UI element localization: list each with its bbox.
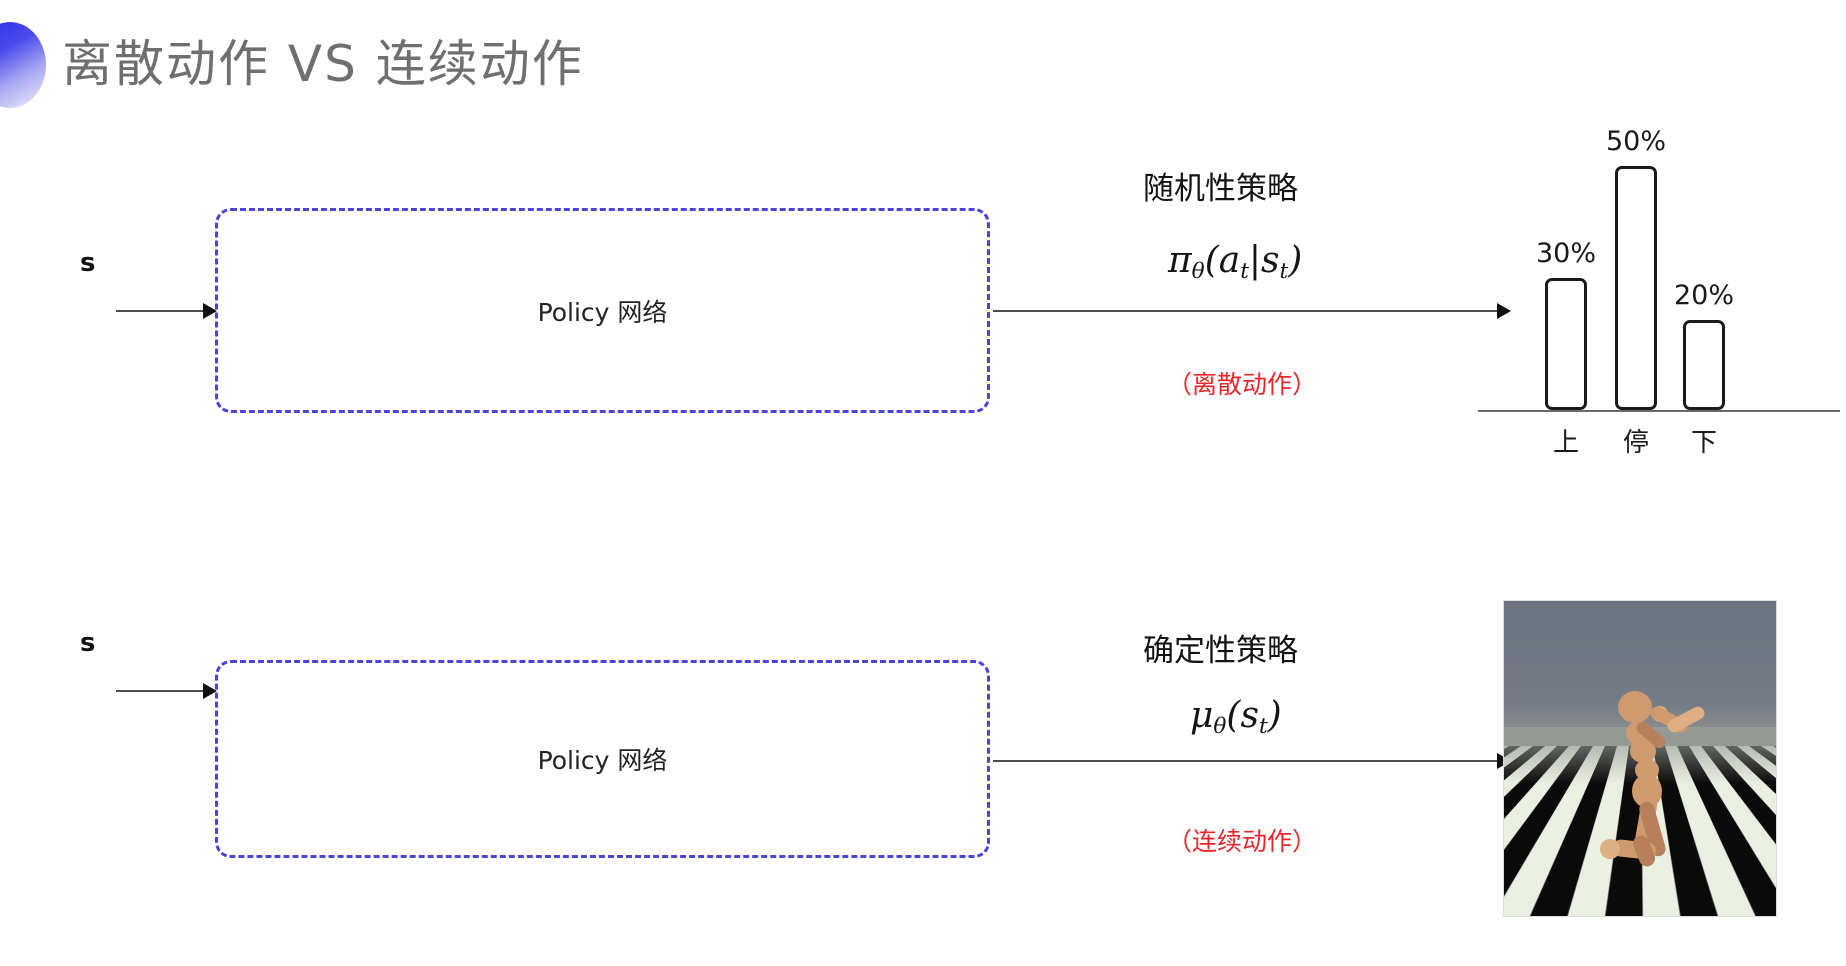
formula-pi: π xyxy=(1168,240,1192,281)
bar-stop xyxy=(1615,166,1657,410)
bar-category-stop: 停 xyxy=(1622,428,1649,458)
formula-theta-sub-2: θ xyxy=(1213,714,1227,740)
formula-close-2: ) xyxy=(1267,695,1282,736)
bar-up xyxy=(1545,278,1587,410)
page-title: 离散动作 VS 连续动作 xyxy=(62,35,584,93)
policy-network-box-row2[interactable]: Policy 网络 xyxy=(215,660,990,858)
bar-value-up: 30% xyxy=(1535,238,1596,269)
formula-mu: μ xyxy=(1190,695,1214,736)
formula-t-sub-1: t xyxy=(1240,259,1249,285)
input-state-label-row1: s xyxy=(80,248,96,278)
formula-close: ) xyxy=(1288,240,1303,281)
policy-network-label-row2: Policy 网络 xyxy=(537,746,668,775)
output-arrow-head-row1 xyxy=(1497,303,1511,319)
mujoco-humanoid-image xyxy=(1503,600,1777,917)
continuous-action-note: （连续动作） xyxy=(1167,827,1318,856)
formula-theta-sub: θ xyxy=(1191,259,1205,285)
formula-open-s: (s xyxy=(1226,695,1259,736)
deterministic-policy-formula: μθ(st) xyxy=(1190,695,1282,740)
humanoid-head xyxy=(1618,691,1652,723)
formula-t-sub-3: t xyxy=(1258,714,1268,740)
bar-category-down: 下 xyxy=(1690,428,1717,458)
stochastic-policy-formula: πθ(at|st) xyxy=(1168,240,1303,285)
output-arrow-line-row2 xyxy=(993,760,1501,762)
deterministic-policy-title: 确定性策略 xyxy=(1143,633,1298,669)
action-probability-bar-chart: 30% 50% 20% 上 停 下 xyxy=(1470,100,1840,458)
formula-t-sub-2: t xyxy=(1279,259,1289,285)
policy-network-box-row1[interactable]: Policy 网络 xyxy=(215,208,990,413)
bar-category-up: 上 xyxy=(1552,428,1579,458)
output-arrow-line-row1 xyxy=(993,310,1501,312)
input-arrow-head-row2 xyxy=(203,683,217,699)
formula-bar-s: |s xyxy=(1248,240,1280,281)
input-arrow-head-row1 xyxy=(203,303,217,319)
stochastic-policy-title: 随机性策略 xyxy=(1143,171,1298,207)
chart-baseline-axis xyxy=(1478,410,1840,412)
input-state-label-row2: s xyxy=(80,628,96,658)
bar-value-stop: 50% xyxy=(1605,126,1666,157)
input-arrow-line-row2 xyxy=(116,690,206,692)
humanoid-foot-left xyxy=(1600,839,1620,859)
discrete-action-note: （离散动作） xyxy=(1167,370,1318,399)
title-bullet-icon xyxy=(0,22,46,108)
policy-network-label-row1: Policy 网络 xyxy=(537,297,668,327)
input-arrow-line-row1 xyxy=(116,310,206,312)
bar-down xyxy=(1683,320,1725,410)
bar-value-down: 20% xyxy=(1673,280,1734,311)
formula-open-a: (a xyxy=(1204,240,1241,281)
